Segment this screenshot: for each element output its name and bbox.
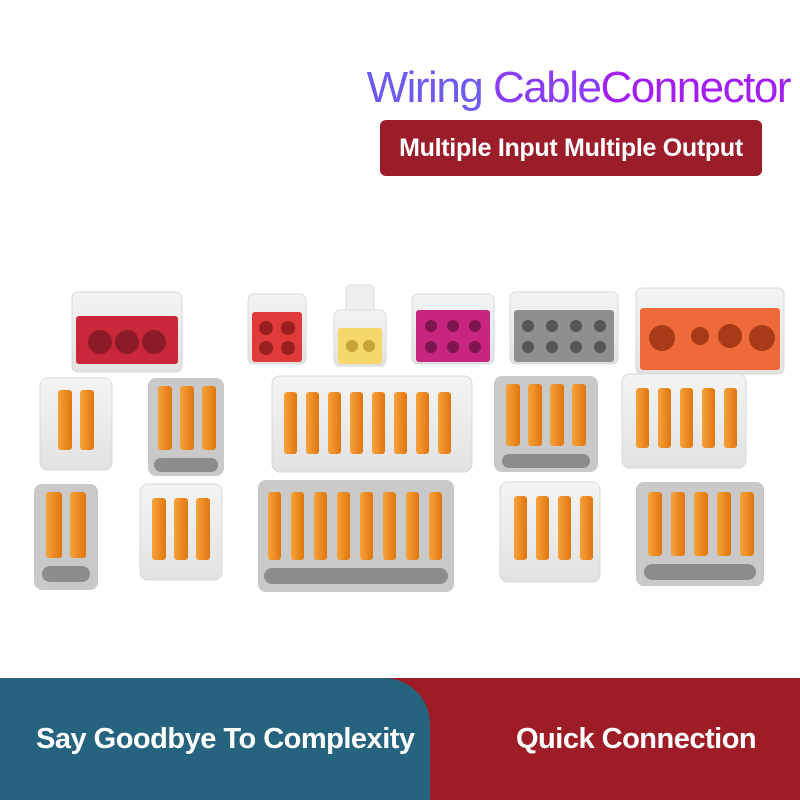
subtitle-text: Multiple Input Multiple Output <box>399 134 743 162</box>
lever-connector-2-clear <box>39 377 113 471</box>
footer-right-text: Quick Connection <box>516 723 757 755</box>
push-in-connector-red-3 <box>71 291 183 373</box>
footer-left-banner: Say Goodbye To Complexity <box>0 678 430 800</box>
subtitle-badge: Multiple Input Multiple Output <box>380 120 762 176</box>
push-in-connector-yellow-2 <box>333 284 387 367</box>
title-word-wiring: Wiring <box>366 63 484 112</box>
push-in-connector-magenta-6 <box>411 293 495 365</box>
lever-connector-8-clear <box>271 375 473 473</box>
title-word-connector: Connector <box>600 63 791 112</box>
connector-product-photo <box>34 284 785 592</box>
footer-left-text: Say Goodbye To Complexity <box>36 723 415 755</box>
title-word-cable: Cable <box>493 63 602 112</box>
lever-connector-2-grey <box>34 484 98 590</box>
push-in-connector-grey-8 <box>509 291 619 365</box>
lever-connector-4-clear <box>499 481 601 583</box>
push-in-connector-red-4 <box>247 293 307 365</box>
lever-connector-8-grey <box>258 480 454 592</box>
lever-connector-3-grey <box>148 378 224 476</box>
page-title: Wiring CableConnector <box>0 62 792 114</box>
lever-connector-5-clear <box>621 373 747 469</box>
footer-right-banner: Quick Connection <box>380 678 800 800</box>
push-in-connector-orange-4 <box>635 287 785 375</box>
lever-connector-3-clear <box>139 483 223 581</box>
lever-connector-5-grey <box>636 482 764 586</box>
lever-connector-4-grey <box>494 376 598 472</box>
